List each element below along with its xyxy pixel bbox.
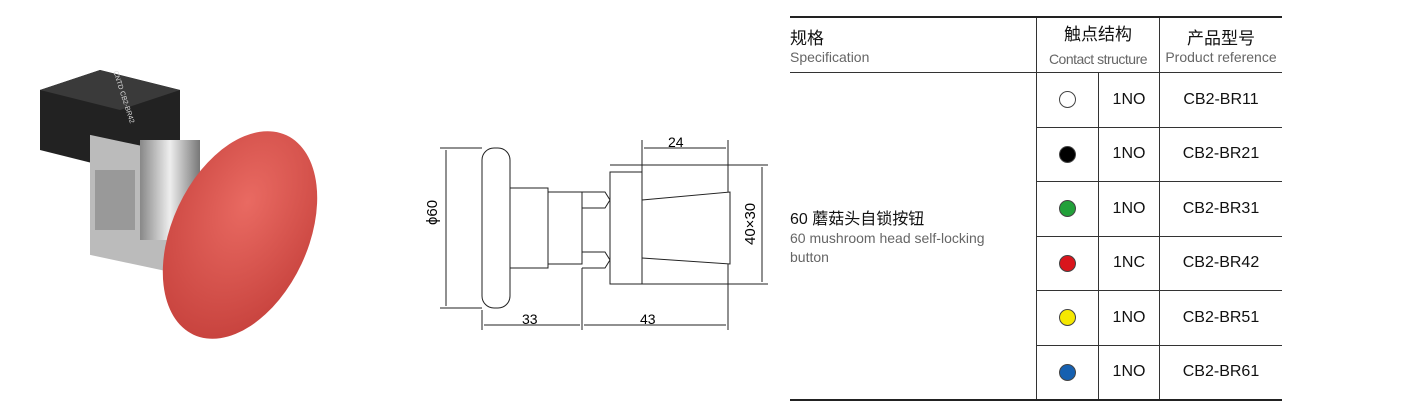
ref-cell: CB2-BR21 xyxy=(1159,127,1282,182)
dimension-drawing xyxy=(440,140,768,330)
dim-diameter: ϕ60 xyxy=(424,199,441,225)
product-photo xyxy=(40,70,318,339)
color-cell xyxy=(1036,236,1099,291)
dim-40x30: 40×30 xyxy=(742,202,759,245)
header-spec-en: Specification xyxy=(790,49,870,65)
contact-cell: 1NO xyxy=(1098,181,1160,237)
header-spec-cn: 规格 xyxy=(790,29,824,48)
header-ref-cn: 产品型号 xyxy=(1187,29,1255,48)
color-cell xyxy=(1036,290,1099,346)
contact-cell: 1NO xyxy=(1098,345,1160,400)
spec-cn: 60 蘑菇头自锁按钮 xyxy=(790,211,925,228)
dim-33: 33 xyxy=(522,311,538,327)
ref-cell: CB2-BR11 xyxy=(1159,72,1282,128)
color-dot-icon xyxy=(1059,254,1076,272)
color-cell xyxy=(1036,127,1099,182)
color-dot-icon xyxy=(1059,145,1076,163)
dim-43: 43 xyxy=(640,311,656,327)
header-contact-en: Contact structure xyxy=(1048,51,1148,67)
color-cell xyxy=(1036,345,1099,400)
spec-en: 60 mushroom head self-locking button xyxy=(790,230,985,265)
ref-cell: CB2-BR42 xyxy=(1159,236,1282,291)
color-dot-icon xyxy=(1059,309,1076,327)
header-ref-en: Product reference xyxy=(1165,49,1277,65)
dim-24: 24 xyxy=(668,134,684,150)
contact-cell: 1NC xyxy=(1098,236,1160,291)
color-dot-icon xyxy=(1059,200,1076,218)
table-row: 60 蘑菇头自锁按钮 60 mushroom head self-locking … xyxy=(790,72,1282,265)
color-dot-icon xyxy=(1059,91,1076,109)
header-contact-cn: 触点结构 xyxy=(1064,25,1132,44)
color-dot-icon xyxy=(1059,363,1076,381)
contact-cell: 1NO xyxy=(1098,127,1160,182)
ref-cell: CB2-BR31 xyxy=(1159,181,1282,237)
spec-cell: 60 蘑菇头自锁按钮 60 mushroom head self-locking … xyxy=(790,73,1037,401)
ref-cell: CB2-BR51 xyxy=(1159,290,1282,346)
contact-cell: 1NO xyxy=(1098,290,1160,346)
contact-cell: 1NO xyxy=(1098,72,1160,128)
color-cell xyxy=(1036,181,1099,237)
color-cell xyxy=(1036,72,1099,128)
ref-cell: CB2-BR61 xyxy=(1159,345,1282,400)
